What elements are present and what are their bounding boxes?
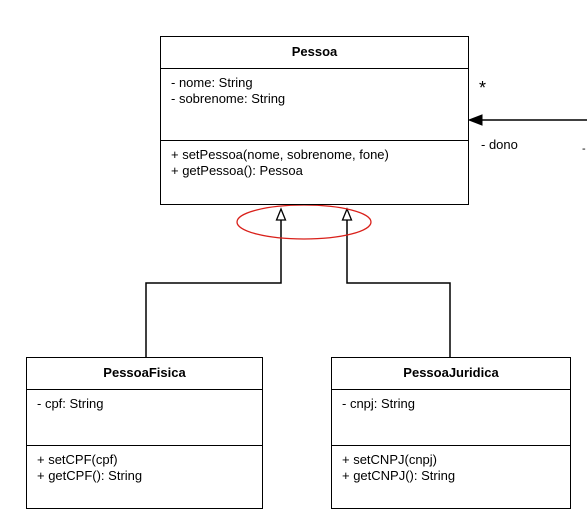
method-setcnpj: + setCNPJ(cnpj) [342, 452, 437, 467]
method-getcnpj: + getCNPJ(): String [342, 468, 456, 483]
method-section: + setCNPJ(cnpj) + getCNPJ(): String [332, 446, 570, 484]
class-name: Pessoa [161, 37, 468, 69]
attribute-section: - cpf: String [27, 390, 262, 446]
class-name: PessoaJuridica [332, 358, 570, 390]
highlight-ellipse [236, 204, 372, 240]
method-section: + setCPF(cpf) + getCPF(): String [27, 446, 262, 484]
method-setcpf: + setCPF(cpf) [37, 452, 118, 467]
attribute-nome: - nome: String [171, 75, 253, 90]
class-pessoa[interactable]: Pessoa - nome: String - sobrenome: Strin… [160, 36, 469, 205]
attribute-cpf: - cpf: String [37, 396, 104, 411]
cut-off-mark: - [582, 143, 586, 155]
multiplicity-label: * [479, 78, 487, 98]
method-getpessoa: + getPessoa(): Pessoa [171, 163, 303, 178]
class-name: PessoaFisica [27, 358, 262, 390]
filled-triangle-arrowhead-icon [467, 114, 483, 126]
attribute-section: - nome: String - sobrenome: String [161, 69, 468, 141]
attribute-section: - cnpj: String [332, 390, 570, 446]
method-setpessoa: + setPessoa(nome, sobrenome, fone) [171, 147, 389, 162]
hollow-triangle-arrowhead-icon [341, 207, 353, 221]
attribute-cnpj: - cnpj: String [342, 396, 415, 411]
class-pessoa-juridica[interactable]: PessoaJuridica - cnpj: String + setCNPJ(… [331, 357, 571, 509]
inheritance-edge-pessoajuridica [346, 220, 451, 357]
attribute-sobrenome: - sobrenome: String [171, 91, 286, 106]
class-pessoa-fisica[interactable]: PessoaFisica - cpf: String + setCPF(cpf)… [26, 357, 263, 509]
method-getcpf: + getCPF(): String [37, 468, 143, 483]
inheritance-edge-pessoafisica [145, 220, 282, 357]
role-label: - dono [481, 137, 518, 152]
method-section: + setPessoa(nome, sobrenome, fone) + get… [161, 141, 468, 179]
hollow-triangle-arrowhead-icon [275, 207, 287, 221]
